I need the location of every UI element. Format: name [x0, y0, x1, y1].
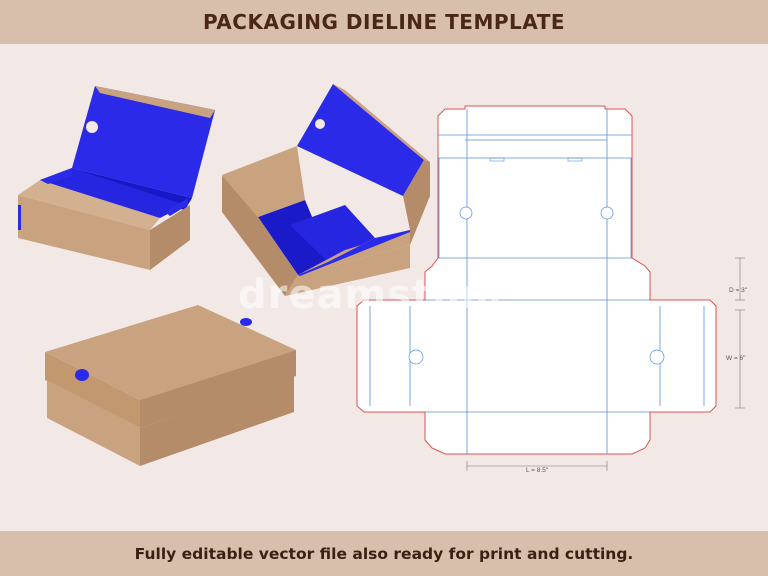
width-dimension-label: W = 6": [726, 355, 746, 362]
open-box-front-image: [18, 86, 215, 270]
caption-banner: Fully editable vector file also ready fo…: [0, 531, 768, 576]
title-banner: PACKAGING DIELINE TEMPLATE: [0, 0, 768, 44]
page-title: PACKAGING DIELINE TEMPLATE: [202, 10, 566, 34]
footer-caption: Fully editable vector file also ready fo…: [134, 544, 634, 563]
watermark-text: dreamstime: [238, 272, 518, 318]
dieline-diagram: D = 3" W = 6" L = 8.5": [356, 105, 748, 474]
open-box-angled-image: [222, 84, 430, 296]
closed-box-image: [45, 305, 296, 466]
artwork-canvas: D = 3" W = 6" L = 8.5": [18, 84, 748, 474]
cut-line: [356, 105, 717, 455]
length-dimension-label: L = 8.5": [526, 467, 549, 474]
depth-dimension-label: D = 3": [729, 287, 748, 294]
